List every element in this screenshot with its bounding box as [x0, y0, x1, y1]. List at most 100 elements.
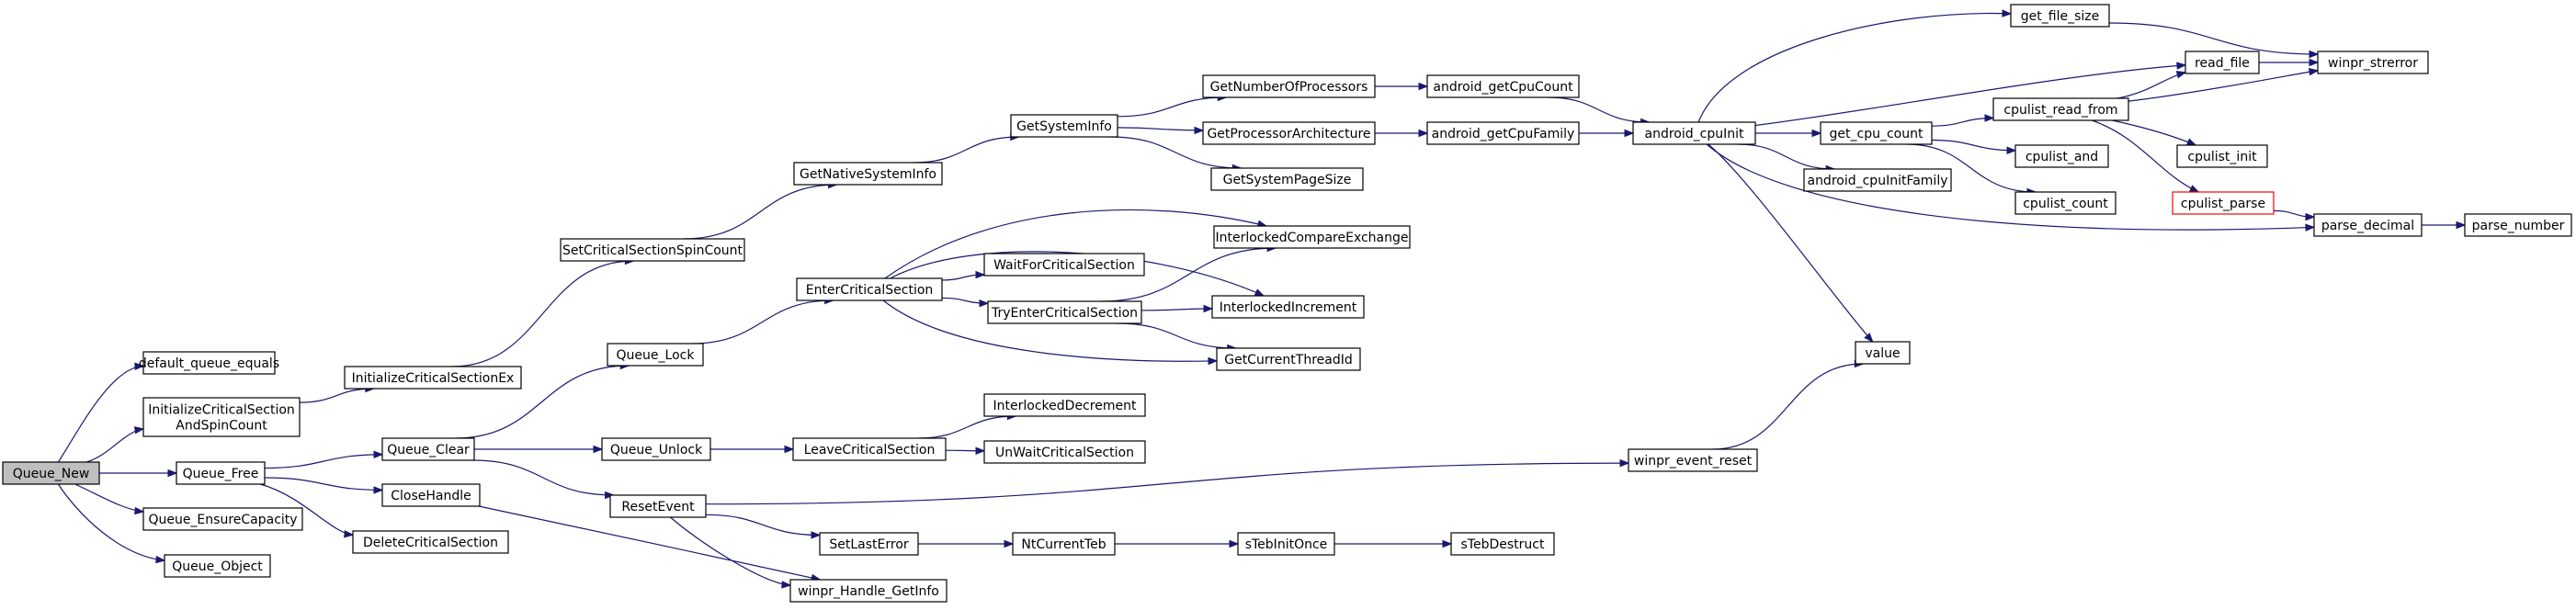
node-leave-cs[interactable]: LeaveCriticalSection: [792, 437, 947, 461]
node-android-cpu-init-family[interactable]: android_cpuInitFamily: [1803, 168, 1952, 192]
node-nt-current-teb[interactable]: NtCurrentTeb: [1012, 532, 1116, 556]
node-get-file-size[interactable]: get_file_size: [2010, 4, 2110, 28]
node-init-cs-ex[interactable]: InitializeCriticalSectionEx: [344, 366, 522, 390]
node-label: Queue_Free: [183, 467, 259, 481]
node-box: [1426, 121, 1580, 145]
node-queue-object[interactable]: Queue_Object: [164, 554, 271, 578]
edge-line: [299, 388, 374, 403]
edge-line: [74, 483, 144, 513]
edge-arrowhead: [1442, 539, 1453, 548]
node-cpulist-parse[interactable]: cpulist_parse: [2172, 191, 2275, 215]
node-box: [381, 483, 481, 507]
node-value[interactable]: value: [1855, 341, 1911, 365]
edge-arrowhead: [2006, 146, 2017, 154]
node-set-last-error[interactable]: SetLastError: [819, 532, 919, 556]
node-get-sysinfo[interactable]: GetSystemInfo: [1010, 114, 1118, 138]
node-read-file[interactable]: read_file: [2184, 51, 2260, 74]
node-get-cpu-count[interactable]: get_cpu_count: [1820, 121, 1933, 145]
node-android-cpu-init[interactable]: android_cpuInit: [1632, 121, 1756, 145]
node-get-native-sysinfo[interactable]: GetNativeSystemInfo: [793, 162, 943, 186]
node-label: SetLastError: [829, 537, 909, 552]
node-queue-lock[interactable]: Queue_Lock: [607, 343, 704, 367]
edge-line: [1697, 12, 2012, 123]
edge-queue_new-to-queue_free: [99, 469, 178, 478]
edge-arrowhead: [134, 506, 145, 515]
edge-queue_new-to-queue_ensure_capacity: [74, 483, 145, 515]
node-label: winpr_Handle_GetInfo: [798, 584, 939, 599]
edge-line: [683, 184, 837, 240]
edge-line: [918, 415, 1016, 439]
node-box: [164, 554, 271, 578]
node-interlocked-increment[interactable]: InterlockedIncrement: [1211, 295, 1365, 319]
node-get-current-thread-id[interactable]: GetCurrentThreadId: [1216, 347, 1361, 371]
node-close-handle[interactable]: CloseHandle: [381, 483, 481, 507]
node-cpulist-read-from[interactable]: cpulist_read_from: [1992, 97, 2129, 121]
edge-cpulist_read_from-to-read_file: [2116, 71, 2187, 99]
node-android-get-cpu-count[interactable]: android_getCpuCount: [1426, 74, 1580, 98]
edge-queue_clear-to-queue_unlock: [474, 445, 604, 454]
node-box: [607, 343, 704, 367]
edge-enter_cs-to-try_enter_cs: [941, 297, 990, 308]
edge-android_get_cpu_count-to-android_cpu_init: [1548, 96, 1651, 127]
node-get-sys-page-size[interactable]: GetSystemPageSize: [1210, 167, 1364, 191]
node-box: [2014, 144, 2109, 168]
edge-try_enter_cs-to-get_current_thread_id: [1117, 322, 1238, 353]
edge-line: [1706, 143, 2315, 231]
edge-android_get_cpu_family-to-android_cpu_init: [1579, 129, 1635, 138]
node-winpr-strerror[interactable]: winpr_strerror: [2317, 51, 2429, 74]
node-label: Queue_Clear: [387, 443, 470, 458]
node-set-cs-spin[interactable]: SetCriticalSectionSpinCount: [560, 238, 745, 262]
node-label: UnWaitCriticalSection: [995, 446, 1134, 460]
node-reset-event[interactable]: ResetEvent: [609, 494, 707, 518]
node-winpr-handle-getinfo[interactable]: winpr_Handle_GetInfo: [789, 579, 948, 603]
node-label: Queue_Lock: [617, 348, 696, 363]
edge-android_cpu_init-to-get_cpu_count: [1755, 129, 1822, 138]
edge-arrowhead: [975, 270, 986, 279]
edge-init_cs_ex-to-set_cs_spin: [451, 256, 635, 367]
node-label: get_file_size: [2021, 9, 2099, 24]
edge-get_file_size-to-winpr_strerror: [2108, 22, 2320, 59]
node-queue-free[interactable]: Queue_Free: [176, 461, 266, 485]
node-wait-for-cs[interactable]: WaitForCriticalSection: [983, 253, 1145, 277]
node-enter-cs[interactable]: EnterCriticalSection: [796, 277, 943, 301]
edge-line: [2108, 22, 2319, 55]
node-label: EnterCriticalSection: [806, 283, 934, 298]
edge-line: [1548, 96, 1650, 123]
node-unwait-cs[interactable]: UnWaitCriticalSection: [983, 440, 1146, 464]
node-delete-cs[interactable]: DeleteCriticalSection: [352, 530, 509, 554]
edge-queue_free-to-close_handle: [264, 477, 384, 494]
edge-arrowhead: [2456, 220, 2467, 230]
edge-arrowhead: [2305, 223, 2316, 232]
node-box: [1010, 114, 1118, 138]
node-cpulist-and[interactable]: cpulist_and: [2014, 144, 2109, 168]
node-label: CloseHandle: [391, 489, 471, 503]
edge-arrowhead: [2175, 71, 2187, 79]
node-try-enter-cs[interactable]: TryEnterCriticalSection: [987, 300, 1142, 324]
node-interlocked-cmpxchg[interactable]: InterlockedCompareExchange: [1213, 225, 1411, 249]
node-interlocked-decrement[interactable]: InterlockedDecrement: [983, 393, 1146, 417]
node-queue-clear[interactable]: Queue_Clear: [381, 437, 475, 461]
node-cpulist-init[interactable]: cpulist_init: [2176, 144, 2268, 168]
node-default-queue-equals[interactable]: default_queue_equals: [139, 351, 279, 375]
node-get-num-processors[interactable]: GetNumberOfProcessors: [1202, 74, 1376, 98]
node-parse-decimal[interactable]: parse_decimal: [2313, 213, 2423, 237]
edge-arrowhead: [2305, 212, 2316, 221]
node-cpulist-count[interactable]: cpulist_count: [2014, 191, 2116, 215]
node-box: [819, 532, 919, 556]
node-queue-new[interactable]: Queue_New: [2, 461, 100, 485]
node-box: [142, 351, 276, 375]
edge-line: [2092, 119, 2199, 193]
node-box: [1632, 121, 1756, 145]
node-parse-number[interactable]: parse_number: [2464, 213, 2572, 237]
node-winpr-event-reset[interactable]: winpr_event_reset: [1628, 448, 1758, 472]
node-steb-destruct[interactable]: sTebDestruct: [1450, 532, 1555, 556]
node-steb-init-once[interactable]: sTebInitOnce: [1237, 532, 1335, 556]
node-get-processor-arch[interactable]: GetProcessorArchitecture: [1202, 121, 1376, 145]
node-box: [1211, 295, 1365, 319]
node-label: android_getCpuCount: [1433, 80, 1573, 95]
node-android-get-cpu-family[interactable]: android_getCpuFamily: [1426, 121, 1580, 145]
node-queue-unlock[interactable]: Queue_Unlock: [601, 437, 711, 461]
node-queue-ensure-capacity[interactable]: Queue_EnsureCapacity: [142, 507, 303, 531]
